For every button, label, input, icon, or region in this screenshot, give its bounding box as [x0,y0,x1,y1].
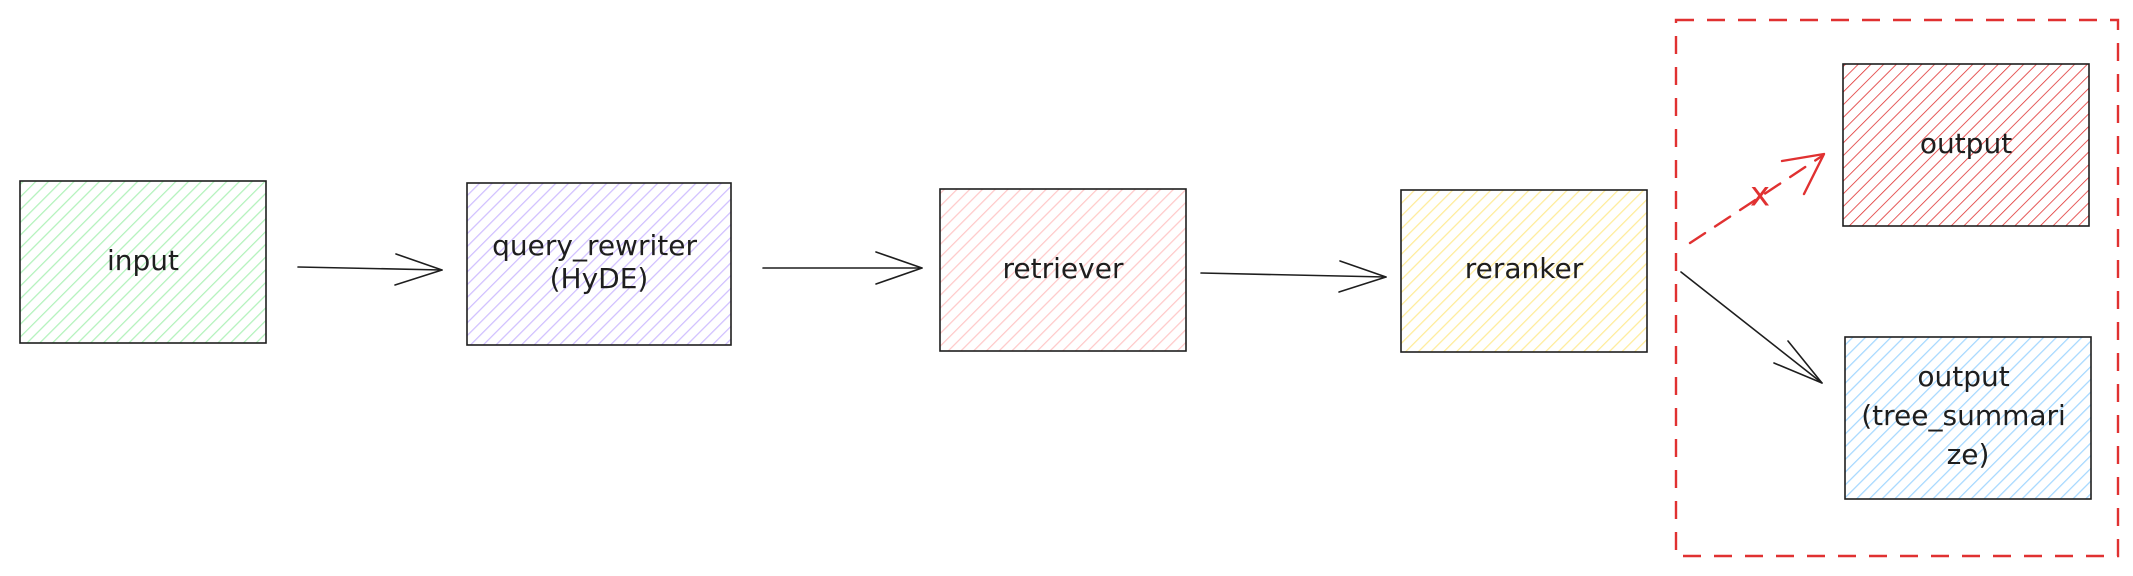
node-retriever-line-1: retriever [1003,252,1124,285]
node-query-rewriter-label: query_rewriter (HyDE) [492,229,706,295]
node-reranker-box [1400,189,1648,353]
node-output-tree-summarize-box [1844,336,2092,500]
node-output-tree-summarize-label: output (tree_summari ze) [1861,360,2075,471]
node-query-rewriter-box [466,182,732,346]
node-retriever-box [939,188,1187,352]
node-reranker-label: reranker [1465,252,1584,285]
node-query-rewriter-line-2: (HyDE) [550,262,649,295]
node-retriever-label: retriever [1003,252,1124,285]
edge-rejected-marker: x [1750,175,1770,215]
node-query-rewriter-line-1: query_rewriter [492,229,697,262]
edge-retriever-to-reranker-arrowhead [1338,260,1387,293]
node-output-rejected-box [1842,63,2090,227]
edge-reranker-to-output-rejected-arrowhead [1780,152,1826,196]
node-input-label: input [107,244,179,277]
node-input-line-1: input [107,244,179,277]
node-output-rejected[interactable]: output [1842,63,2090,227]
node-input[interactable]: input [19,180,267,344]
edge-reranker-to-output-rejected: x [1688,152,1826,245]
node-output-tree-summarize-line-2: (tree_summari [1861,399,2066,432]
node-reranker[interactable]: reranker [1400,189,1648,353]
edge-reranker-to-output-tree-summarize [1680,271,1823,384]
node-reranker-line-1: reranker [1465,252,1584,285]
node-output-rejected-label: output [1920,127,2012,160]
edge-reranker-to-output-tree-summarize-arrowhead [1773,340,1823,384]
node-output-rejected-line-1: output [1920,127,2012,160]
edge-query-rewriter-to-retriever-arrowhead [875,251,923,285]
node-output-tree-summarize-line-1: output [1917,360,2009,393]
output-group-frame [1674,18,2120,558]
node-output-tree-summarize[interactable]: output (tree_summari ze) [1844,336,2092,500]
edge-query-rewriter-to-retriever [762,251,923,285]
node-query-rewriter[interactable]: query_rewriter (HyDE) [466,182,732,346]
node-output-tree-summarize-line-3: ze) [1947,438,1990,471]
edge-retriever-to-reranker [1200,260,1387,293]
node-retriever[interactable]: retriever [939,188,1187,352]
edge-input-to-query-rewriter [297,253,443,286]
node-input-box [19,180,267,344]
edge-input-to-query-rewriter-arrowhead [394,253,443,286]
